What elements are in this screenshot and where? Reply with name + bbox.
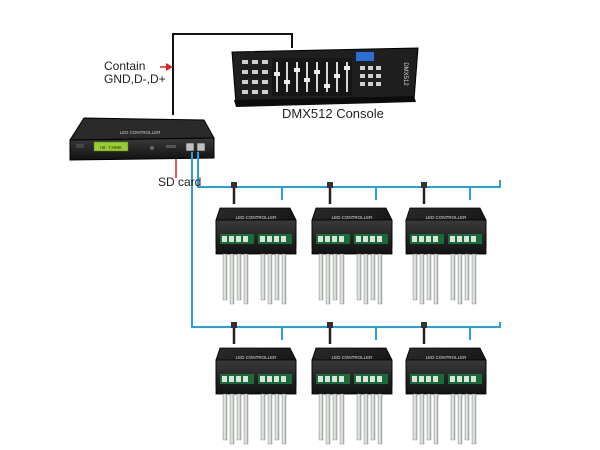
master-controller-device: LED CONTROLLER H8 T300K — [69, 117, 215, 161]
console-brand-text: DMX512 — [402, 62, 408, 86]
contain-label-line2: GND,D-,D+ — [104, 72, 166, 86]
master-controller-title: LED CONTROLLER — [120, 130, 162, 135]
sd-card-label: SD card — [158, 175, 202, 189]
dmx512-console-device: DMX512 — [231, 47, 419, 107]
signal-bus-lines — [191, 152, 501, 340]
master-screen-text: H8 T300K — [100, 145, 122, 151]
slave-controller-5 — [310, 320, 394, 446]
slave-controller-2 — [310, 180, 394, 306]
console-label: DMX512 Console — [282, 106, 384, 121]
slave-controller-1 — [214, 180, 298, 306]
slave-controller-4 — [214, 320, 298, 446]
slave-controller-6 — [404, 320, 488, 446]
console-link-line — [172, 33, 293, 115]
contain-label-line1: Contain — [104, 59, 146, 73]
slave-controller-3 — [404, 180, 488, 306]
red-arrow-contain — [160, 63, 173, 71]
